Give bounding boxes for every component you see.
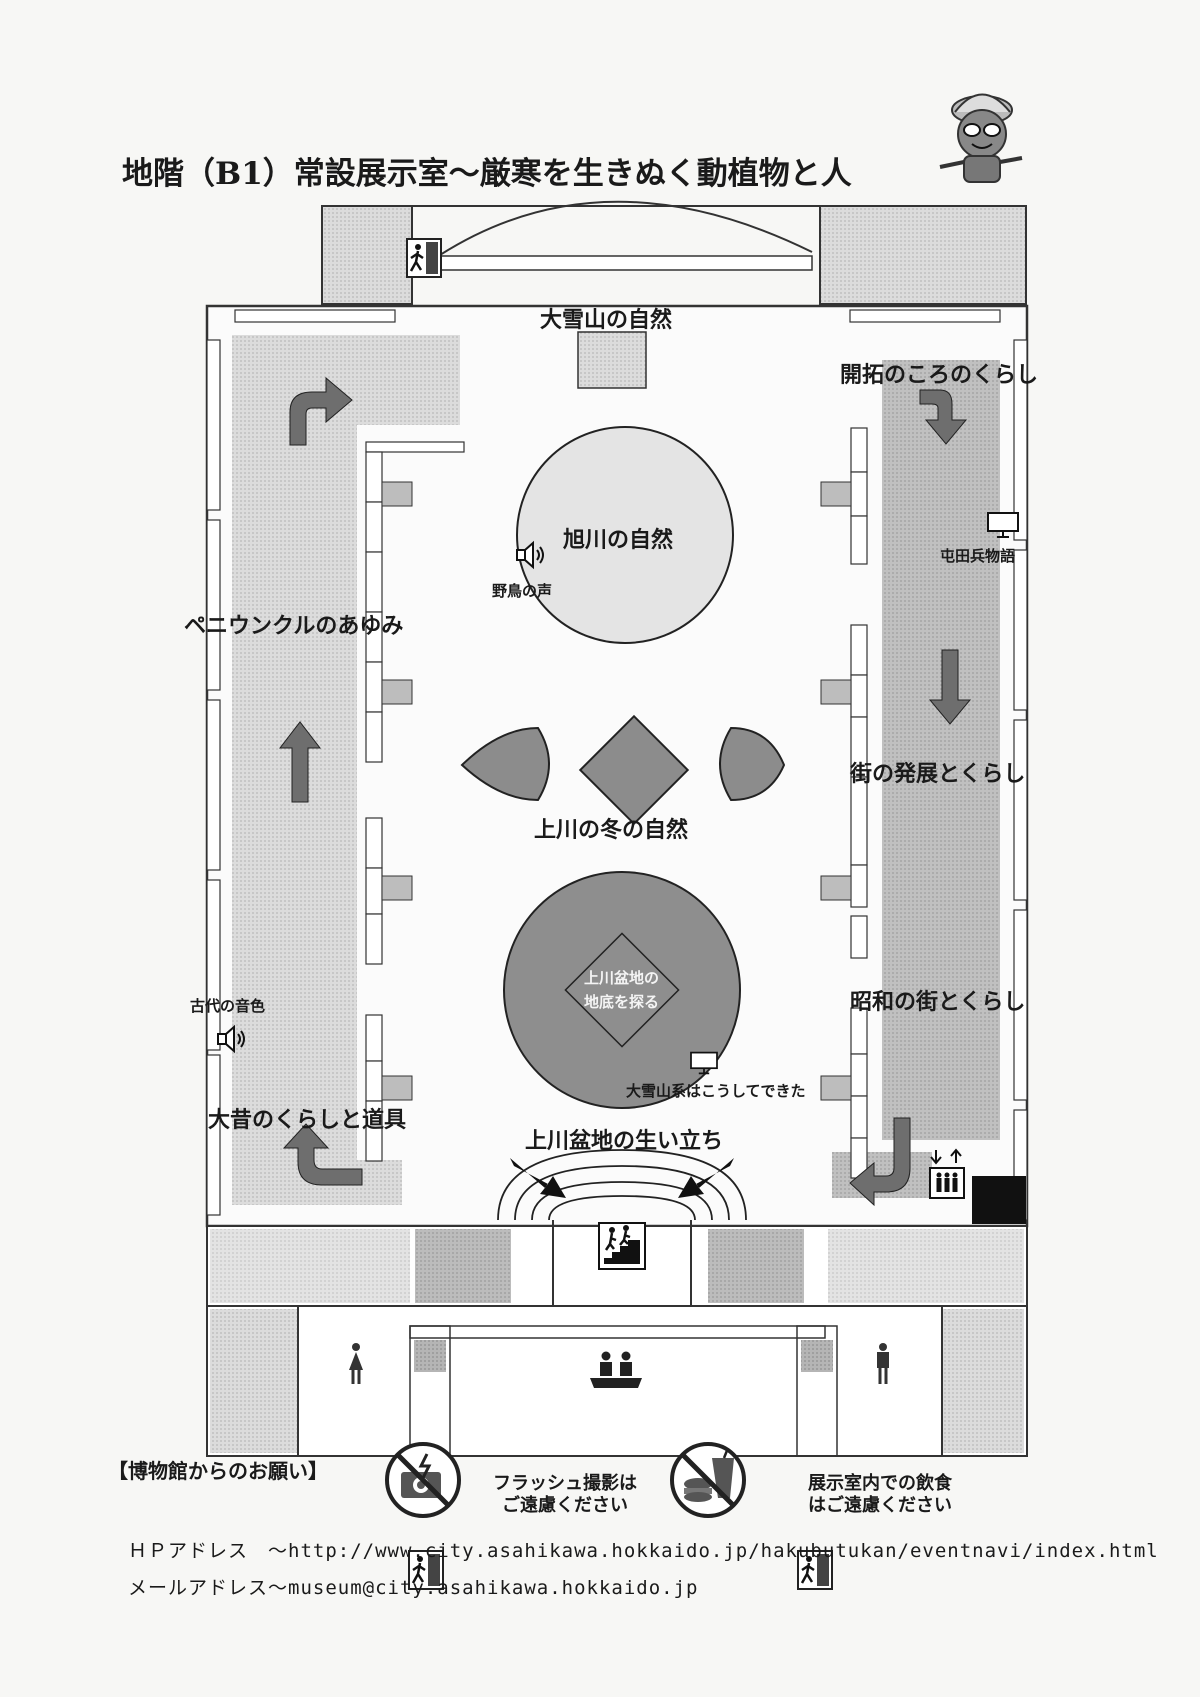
media-label-bird-voice: 野鳥の声 xyxy=(492,582,553,600)
zone-label-machi: 街の発展とくらし xyxy=(850,761,1026,787)
media-label-tondenhei: 屯田兵物語 xyxy=(940,547,1016,565)
no-food-icon xyxy=(670,1442,746,1518)
zone-label-basin-origin: 上川盆地の生い立ち xyxy=(525,1128,724,1154)
emergency-exit-icon xyxy=(408,1550,444,1590)
asahikawa-nature-circle xyxy=(516,426,734,644)
zone-label-kamikawa-winter: 上川の冬の自然 xyxy=(534,817,689,843)
homepage-address: ＨＰアドレス ～http://www.city.asahikawa.hokkai… xyxy=(128,1540,1159,1562)
mail-address: メールアドレス～museum@city.asahikawa.hokkaido.j… xyxy=(128,1577,699,1599)
notice-heading: 【博物館からのお願い】 xyxy=(108,1459,328,1483)
elevator-icon xyxy=(929,1148,965,1199)
mascot-icon xyxy=(939,93,1023,183)
no-food-line-1: 展示室内での飲食 xyxy=(808,1473,952,1494)
kaitaku-lane xyxy=(882,360,1000,1140)
left-drop-exhibit xyxy=(460,726,550,802)
dark-block xyxy=(972,1176,1026,1224)
zone-label-basin-floor-1: 上川盆地の xyxy=(584,969,660,987)
female-restroom-icon xyxy=(349,1343,363,1384)
zone-label-penunkur: ペニウンクルのあゆみ xyxy=(184,613,404,639)
no-food-line-2: はご遠慮ください xyxy=(808,1495,952,1516)
no-flash-line-1: フラッシュ撮影は xyxy=(493,1473,637,1494)
media-label-ancient-tone: 古代の音色 xyxy=(190,997,266,1015)
no-food-text: 展示室内での飲食 はご遠慮ください xyxy=(760,1473,1000,1517)
floor-plan xyxy=(205,200,1029,1457)
zone-label-daisetsuzan: 大雪山の自然 xyxy=(540,307,673,333)
diamond-exhibit xyxy=(578,714,690,826)
daisetsuzan-display xyxy=(577,331,647,389)
top-right-block xyxy=(819,205,1027,305)
zone-label-kaitaku: 開拓のころのくらし xyxy=(840,362,1039,388)
bench-icon xyxy=(590,1351,642,1388)
monitor-icon xyxy=(690,1051,718,1075)
zone-label-showa: 昭和の街とくらし xyxy=(850,989,1026,1015)
male-restroom-icon xyxy=(877,1343,889,1384)
no-flash-icon xyxy=(385,1442,461,1518)
no-flash-text: フラッシュ撮影は ご遠慮ください xyxy=(440,1473,690,1517)
top-entrance-arch xyxy=(439,200,813,256)
zone-label-asahikawa: 旭川の自然 xyxy=(563,527,674,553)
no-flash-line-2: ご遠慮ください xyxy=(502,1495,628,1516)
emergency-exit-icon xyxy=(406,238,442,278)
speaker-icon xyxy=(217,1024,245,1054)
media-label-daisetsu-formed: 大雪山系はこうしてできた xyxy=(626,1082,806,1100)
basin-circle xyxy=(503,871,741,1109)
stairs-icon xyxy=(598,1222,646,1270)
zone-label-ohmukashi: 大昔のくらしと道具 xyxy=(208,1107,407,1133)
top-left-block xyxy=(321,205,413,305)
emergency-exit-icon xyxy=(797,1550,833,1590)
monitor-icon xyxy=(987,512,1019,538)
basin-floor-diamond xyxy=(564,932,680,1048)
speaker-icon xyxy=(516,540,544,570)
right-drop-exhibit xyxy=(719,726,786,802)
zone-label-basin-floor-2: 地底を探る xyxy=(584,993,660,1011)
page-title: 地階（B1）常設展示室～厳寒を生きぬく動植物と人 xyxy=(122,156,852,192)
